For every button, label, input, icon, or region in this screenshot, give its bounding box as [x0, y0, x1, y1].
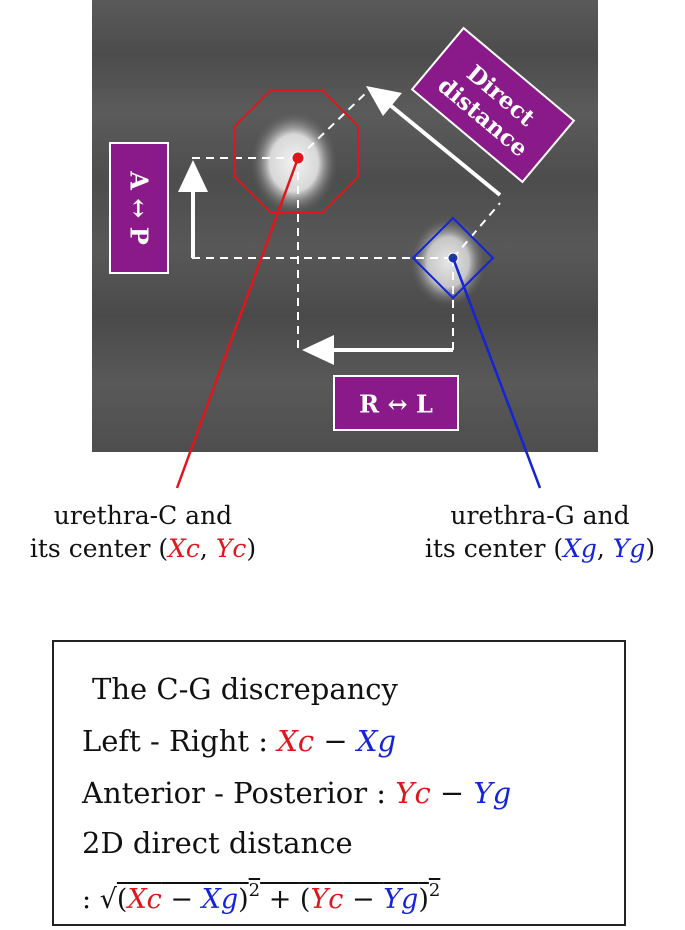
ap-label-box	[109, 142, 169, 274]
urethra-c-caption-line1: urethra-C and	[53, 501, 233, 530]
yg-symbol: Yg	[612, 534, 646, 563]
dashed-guides	[192, 89, 501, 350]
urethra-c-octagon	[234, 89, 359, 214]
xg-symbol: Xg	[563, 534, 597, 563]
urethra-g-caption-line1: urethra-G and	[450, 501, 630, 530]
ct-image-diagram: A ↔ P R ↔ L Direct distance	[92, 0, 598, 489]
urethra-g-leader	[451, 257, 542, 489]
urethra-c-caption: urethra-C and its center (Xc, Yc)	[0, 499, 286, 565]
yc-symbol: Yc	[215, 534, 247, 563]
discrepancy-formula-box: The C-G discrepancy Left - Right : Xc − …	[52, 640, 626, 926]
ap-label: A ↔ P	[125, 170, 154, 245]
rl-label-box	[333, 375, 459, 431]
direct-distance-label-box	[410, 26, 576, 184]
urethra-c-leader	[175, 157, 300, 489]
urethra-c-caption-line2: its center (Xc, Yc)	[29, 534, 257, 563]
formula-left-right: Left - Right : Xc − Xg	[82, 724, 397, 758]
formula-2d-distance: : √(Xc − Xg)2 + (Yc − Yg)2	[82, 880, 441, 915]
rl-label: R ↔ L	[359, 390, 433, 419]
urethra-g-caption-line2: its center (Xg, Yg)	[424, 534, 656, 563]
formula-anterior-posterior: Anterior - Posterior : Yc − Yg	[82, 776, 512, 810]
sqrt-symbol: √	[99, 884, 117, 915]
formula-2d-distance-label: 2D direct distance	[82, 826, 353, 860]
xc-symbol: Xc	[168, 534, 200, 563]
urethra-g-diamond	[411, 216, 495, 300]
formula-title: The C-G discrepancy	[92, 672, 398, 706]
urethra-g-caption: urethra-G and its center (Xg, Yg)	[395, 499, 685, 565]
direct-arrow	[388, 103, 502, 197]
arrows	[178, 86, 502, 365]
